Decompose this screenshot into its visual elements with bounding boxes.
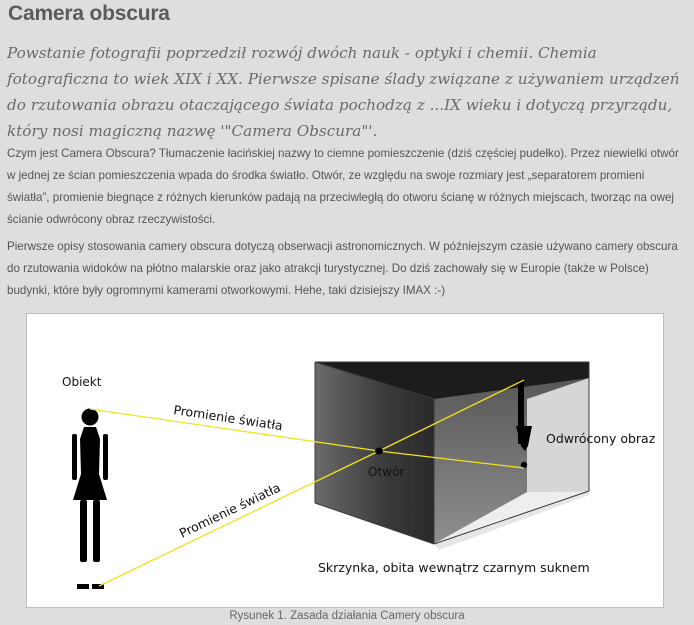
object-silhouette (72, 408, 108, 589)
camera-obscura-diagram: Obiekt Promienie światła Promienie świat… (62, 361, 656, 589)
camera-obscura-figure: Obiekt Promienie światła Promienie świat… (26, 313, 664, 608)
aperture (375, 447, 383, 455)
label-inverted-image: Odwrócony obraz (546, 431, 656, 446)
label-box: Skrzynka, obita wewnątrz czarnym suknem (318, 560, 590, 575)
lead-paragraph: Powstanie fotografii poprzedził rozwój d… (7, 44, 680, 140)
label-object: Obiekt (62, 375, 102, 389)
ray-top-right (378, 450, 525, 469)
figure-caption: Rysunek 1. Zasada działania Camery obscu… (229, 610, 465, 622)
ray-top-left (89, 408, 380, 452)
body-paragraph-1: Czym jest Camera Obscura? Tłumaczenie ła… (7, 147, 679, 226)
ray-bottom-right (378, 379, 525, 452)
light-rays (89, 379, 525, 587)
label-aperture: Otwór (368, 465, 404, 479)
page-title: Camera obscura (8, 2, 170, 25)
ray-bottom-left (98, 450, 380, 587)
box-floor-light (434, 491, 589, 550)
box-edges (314, 361, 590, 545)
box-side-wall (527, 378, 589, 492)
inverted-image-silhouette (516, 380, 532, 469)
label-ray-bottom: Promienie światła (177, 480, 283, 541)
body-paragraph-2: Pierwsze opisy stosowania camery obscura… (7, 240, 678, 297)
box-floor (432, 491, 589, 545)
